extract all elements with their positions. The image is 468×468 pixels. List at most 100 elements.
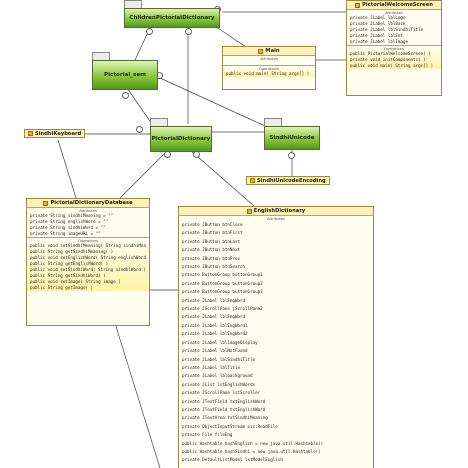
attribute-row: private JLabel lblEngWord [182, 297, 246, 303]
attribute-row: private JButton btnLast [182, 238, 240, 244]
attribute-row: private String englishWord = "" [30, 219, 109, 224]
class-name: EnglishDictionary [253, 208, 306, 214]
class-icon [28, 131, 33, 136]
package-tab [124, 0, 142, 9]
class-name: PictorialWelcomeScreen [362, 2, 433, 8]
operations-section: Operations public void setSindhiMeaning(… [27, 237, 149, 291]
attribute-row: private DefaultListModel lstModelEnglish [182, 457, 283, 463]
operation-row: public void main( String args[] ) [226, 71, 310, 76]
pictorial-welcome-screen-class[interactable]: PictorialWelcomeScreen Attributes privat… [346, 0, 442, 96]
association-end-marker [185, 28, 192, 35]
attribute-row: private JLabel lblSindhiTitle [182, 356, 256, 362]
operation-row: public void setEnglishWord( String engli… [30, 255, 150, 260]
attribute-row: private String imageURL = "" [30, 231, 101, 236]
attribute-row: private JLabel lblSindhiTitle [350, 27, 424, 32]
attribute-row: private JTextField txtEnglishWord [182, 398, 266, 404]
sindhi-keyboard-class[interactable]: SindhiKeyboard [24, 129, 86, 138]
attribute-row: private JButton btnFirst [182, 230, 243, 236]
package-name: PictorialDictionary [151, 136, 211, 142]
association-end-marker [164, 151, 171, 158]
class-icon [355, 2, 361, 8]
package-children-pictorial-dictionary[interactable]: ChildrenPictorialDictionary [124, 0, 220, 28]
package-body: SindhiUnicode [264, 126, 320, 150]
package-body: ChildrenPictorialDictionary [124, 8, 220, 28]
operation-row: public void setSindhiMeaning( String sin… [30, 243, 146, 248]
operation-row: public void setSindhiWord( String sindhi… [30, 267, 146, 272]
attribute-row: private JLabel lblbackground [182, 373, 253, 379]
attribute-row: private JLabel lblEnt [350, 33, 403, 38]
attribute-row: private JLabel lblTitle [182, 364, 240, 370]
package-body: Pictorial_sem [92, 60, 158, 90]
operations-section: Operations public void main( String args… [223, 65, 315, 77]
attribute-row: private JLabel lblImage [350, 39, 408, 44]
class-icon [246, 208, 252, 214]
sindhi-unicode-encoding-class[interactable]: SindhiUnicodeEncoding [246, 176, 330, 185]
attribute-row: private JScrollPane jScrollPane2 [182, 306, 263, 312]
package-name: ChildrenPictorialDictionary [129, 15, 215, 21]
attribute-row: private JButton btnClose [182, 222, 243, 227]
attribute-row: public Hashtable hashEnglish = new java.… [182, 440, 324, 446]
attribute-row: private ButtonGroup buttonGroup2 [182, 280, 263, 286]
operation-row: public String getImage( ) [30, 285, 94, 290]
class-title: EnglishDictionary [179, 207, 373, 216]
package-body: PictorialDictionary [150, 126, 212, 152]
operations-header: Operations [78, 239, 98, 243]
attributes-header: Attributes [385, 11, 403, 15]
class-name: PictorialDictionaryDatabase [50, 200, 133, 206]
class-name: Main [265, 48, 280, 54]
class-title: Main [223, 47, 315, 56]
association-end-marker [288, 152, 295, 159]
operations-section: Operations public PictorialWelcomeScreen… [347, 45, 441, 69]
attribute-row: private ButtonGroup buttonGroup1 [182, 272, 263, 278]
class-icon [43, 200, 49, 206]
class-icon [250, 178, 255, 183]
english-dictionary-class[interactable]: EnglishDictionary Attributes private JBu… [178, 206, 374, 468]
operation-row: private void initComponents( ) [350, 57, 426, 62]
package-tab [150, 118, 168, 127]
package-name: SindhiUnicode [269, 135, 315, 141]
class-name: SindhiKeyboard [35, 130, 82, 137]
pictorial-dictionary-database-class[interactable]: PictorialDictionaryDatabase Attributes p… [26, 198, 150, 326]
class-title: PictorialWelcomeScreen [347, 1, 441, 10]
attribute-row: private JLabel lblImageDisplay [182, 339, 258, 345]
association-end-marker [136, 126, 143, 133]
operation-row: public void setImage( String image ) [30, 279, 121, 284]
attributes-header: Attributes [267, 217, 285, 221]
package-pictorial-dictionary[interactable]: PictorialDictionary [150, 118, 212, 152]
attribute-row: private ObjectInputStream ois:ReadFile [182, 423, 278, 429]
class-icon [258, 48, 264, 54]
attribute-row: private JLabel lblEngWord [182, 314, 246, 320]
attributes-header: Attributes [260, 57, 278, 61]
operations-header: Operations [259, 67, 279, 71]
attribute-row: private ButtonGroup buttonGroup3 [182, 289, 263, 295]
class-name: SindhiUnicodeEncoding [257, 177, 326, 184]
main-class[interactable]: Main Attributes Operations public void m… [222, 46, 316, 90]
attribute-row: private File fileEng [182, 432, 233, 438]
operation-row: public PictorialWelcomeScreen( ) [350, 51, 431, 56]
package-name: Pictorial_sem [104, 72, 146, 78]
operation-row: public void main( String args[] ) [350, 63, 434, 68]
attribute-row: private String sindhiMeaning = "" [30, 213, 114, 218]
operation-row: public String getEnglishWord( ) [30, 261, 109, 266]
package-pictorial-sem[interactable]: Pictorial_sem [92, 52, 158, 90]
attribute-row: public Hashtable hashSindhi = new java.u… [182, 448, 321, 454]
attribute-row: private JButton btnNext [182, 247, 240, 253]
association-end-marker [146, 28, 153, 35]
attribute-row: private JButton btnPrev [182, 255, 240, 261]
attribute-row: private JLabel lblEngWord1 [182, 322, 248, 328]
operations-header: Operations [384, 47, 404, 51]
package-sindhi-unicode[interactable]: SindhiUnicode [264, 118, 320, 150]
attribute-row: private JTextArea txtSindhiMeaning [182, 415, 268, 421]
attribute-row: private JTextField txtEnglishWord [182, 406, 266, 412]
operation-row: public String getSindhiMeaning( ) [30, 249, 114, 254]
attributes-list: private JButton btnClose private JButton … [179, 221, 373, 465]
package-tab [264, 118, 282, 127]
attribute-row: private JList lstEnglishWords [182, 381, 256, 387]
attribute-row: private JLabel lblBack [350, 21, 406, 26]
attribute-row: private String sindhiWord = "" [30, 225, 106, 230]
attribute-row: private JButton btnSearch [182, 264, 246, 270]
attribute-row: private JLabel lblLogo [350, 15, 406, 20]
association-end-marker [122, 92, 129, 99]
attribute-row: private JScrollPane lstScroller [182, 390, 261, 396]
